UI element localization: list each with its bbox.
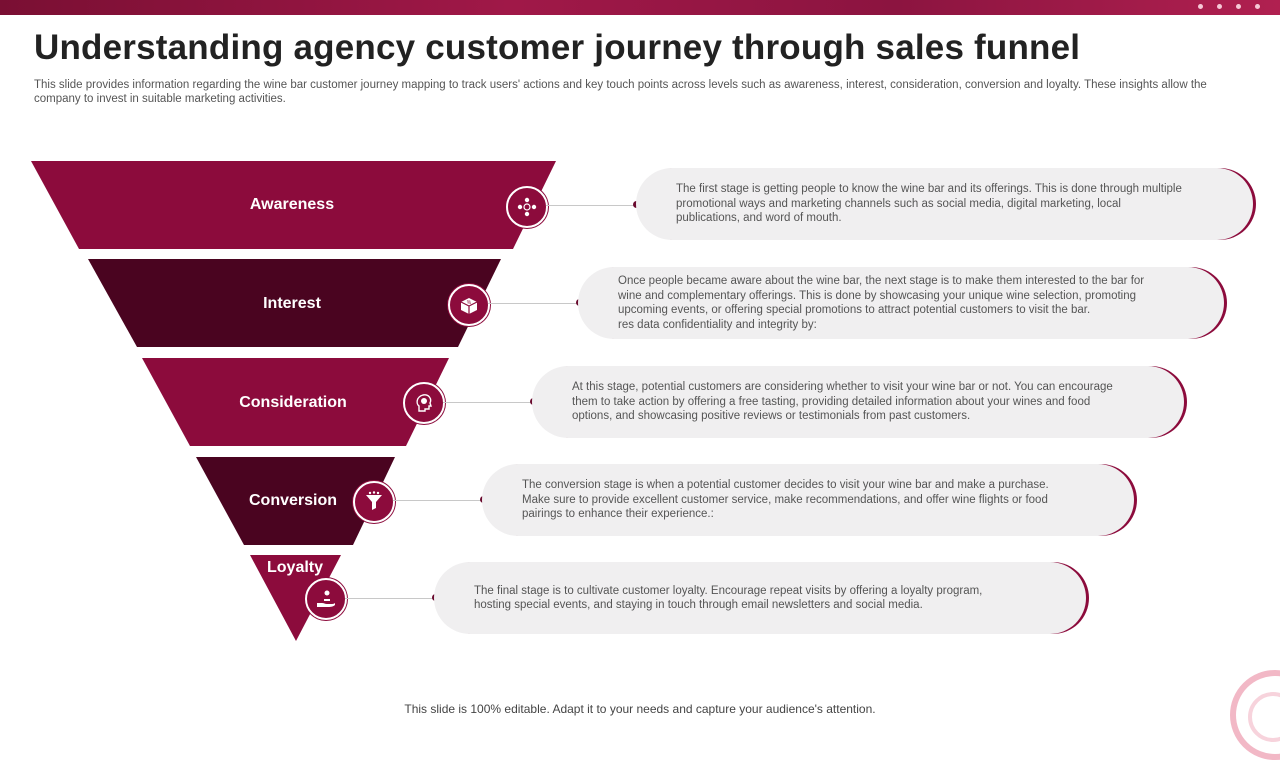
people-network-icon bbox=[506, 186, 548, 228]
conversion-funnel-icon bbox=[353, 481, 395, 523]
hand-person-icon bbox=[305, 578, 347, 620]
slide-title: Understanding agency customer journey th… bbox=[34, 28, 1081, 67]
stage-label-conversion: Conversion bbox=[248, 492, 338, 509]
connector-line bbox=[393, 500, 483, 501]
stage-label-awareness: Awareness bbox=[249, 196, 335, 213]
stage-description-awareness: The first stage is getting people to kno… bbox=[636, 168, 1253, 240]
slide-footer: This slide is 100% editable. Adapt it to… bbox=[404, 702, 876, 716]
discount-box-icon: % bbox=[448, 284, 490, 326]
slide-subtitle: This slide provides information regardin… bbox=[34, 79, 1207, 105]
head-lightbulb-icon bbox=[403, 382, 445, 424]
funnel-layer-loyalty bbox=[250, 555, 341, 641]
stage-description-conversion: The conversion stage is when a potential… bbox=[482, 464, 1134, 536]
stage-label-loyalty: Loyalty bbox=[266, 559, 324, 576]
stage-description-interest: Once people became aware about the wine … bbox=[578, 267, 1224, 339]
funnel-layer-awareness bbox=[31, 161, 556, 249]
description-text: At this stage, potential customers are c… bbox=[572, 381, 1113, 423]
top-banner bbox=[0, 0, 1280, 15]
description-text: The first stage is getting people to kno… bbox=[676, 183, 1182, 225]
description-text: Once people became aware about the wine … bbox=[618, 275, 1145, 331]
stage-description-consideration: At this stage, potential customers are c… bbox=[532, 366, 1184, 438]
connector-line bbox=[345, 598, 435, 599]
connector-line bbox=[488, 303, 578, 304]
description-text: The final stage is to cultivate customer… bbox=[474, 584, 983, 612]
svg-text:%: % bbox=[467, 300, 472, 306]
connector-line bbox=[443, 402, 533, 403]
funnel-layer-consideration bbox=[142, 358, 449, 446]
sales-funnel bbox=[31, 161, 556, 641]
description-text: The conversion stage is when a potential… bbox=[522, 479, 1049, 521]
banner-dots bbox=[1198, 4, 1260, 9]
stage-label-interest: Interest bbox=[263, 295, 321, 312]
funnel-layer-interest bbox=[88, 259, 501, 347]
stage-description-loyalty: The final stage is to cultivate customer… bbox=[434, 562, 1086, 634]
funnel-layer-conversion bbox=[196, 457, 395, 545]
connector-line bbox=[546, 205, 636, 206]
stage-label-consideration: Consideration bbox=[239, 394, 347, 411]
